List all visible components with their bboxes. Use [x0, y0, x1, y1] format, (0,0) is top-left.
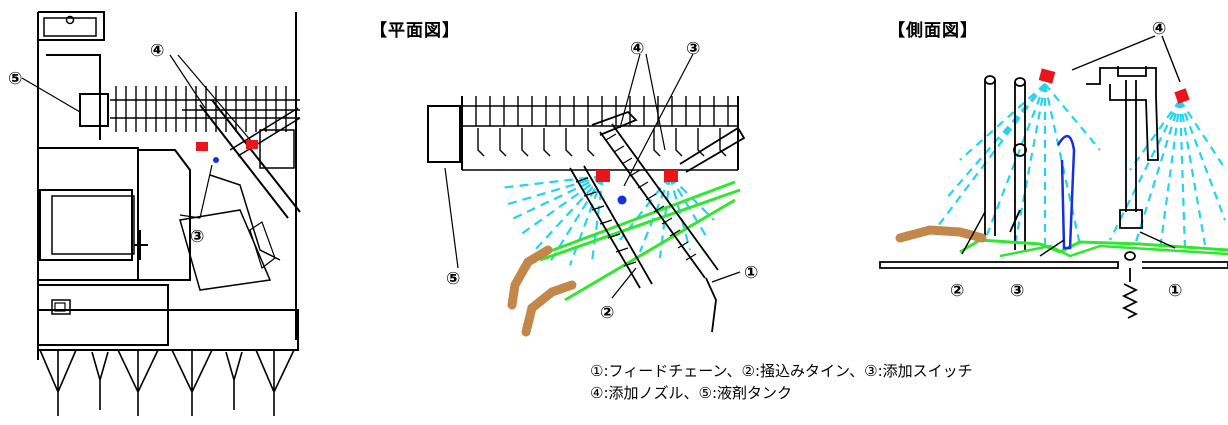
label-switch-overview: ③: [190, 227, 204, 247]
legend-line-2: ④:添加ノズル、⑤:液剤タンク: [590, 384, 793, 402]
label-nozzle-plan: ④: [630, 39, 644, 59]
overview-nozzles: [196, 140, 258, 163]
plan-view: [427, 53, 746, 337]
callout-labels: ⑤ ④ ③ ④ ③ ⑤ ② ① ④ ② ③ ①: [8, 19, 1182, 323]
label-switch-plan: ③: [686, 39, 700, 59]
plan-view-title: 【平面図】: [370, 21, 460, 41]
side-view: [879, 35, 1228, 319]
label-tine-plan: ②: [600, 303, 614, 323]
label-chain-plan: ①: [744, 263, 758, 283]
side-view-title: 【側面図】: [888, 21, 978, 41]
label-nozzle-overview: ④: [150, 41, 164, 61]
label-chain-side: ①: [1168, 281, 1182, 301]
combine-overview: [21, 11, 301, 416]
label-tine-side: ②: [950, 281, 964, 301]
label-nozzle-side: ④: [1152, 19, 1166, 39]
label-tank-plan: ⑤: [446, 269, 460, 289]
label-tank-overview: ⑤: [8, 69, 22, 89]
legend-line-1: ①:フィードチェーン、②:掻込みタイン、③:添加スイッチ: [590, 362, 973, 380]
label-switch-side: ③: [1010, 281, 1024, 301]
